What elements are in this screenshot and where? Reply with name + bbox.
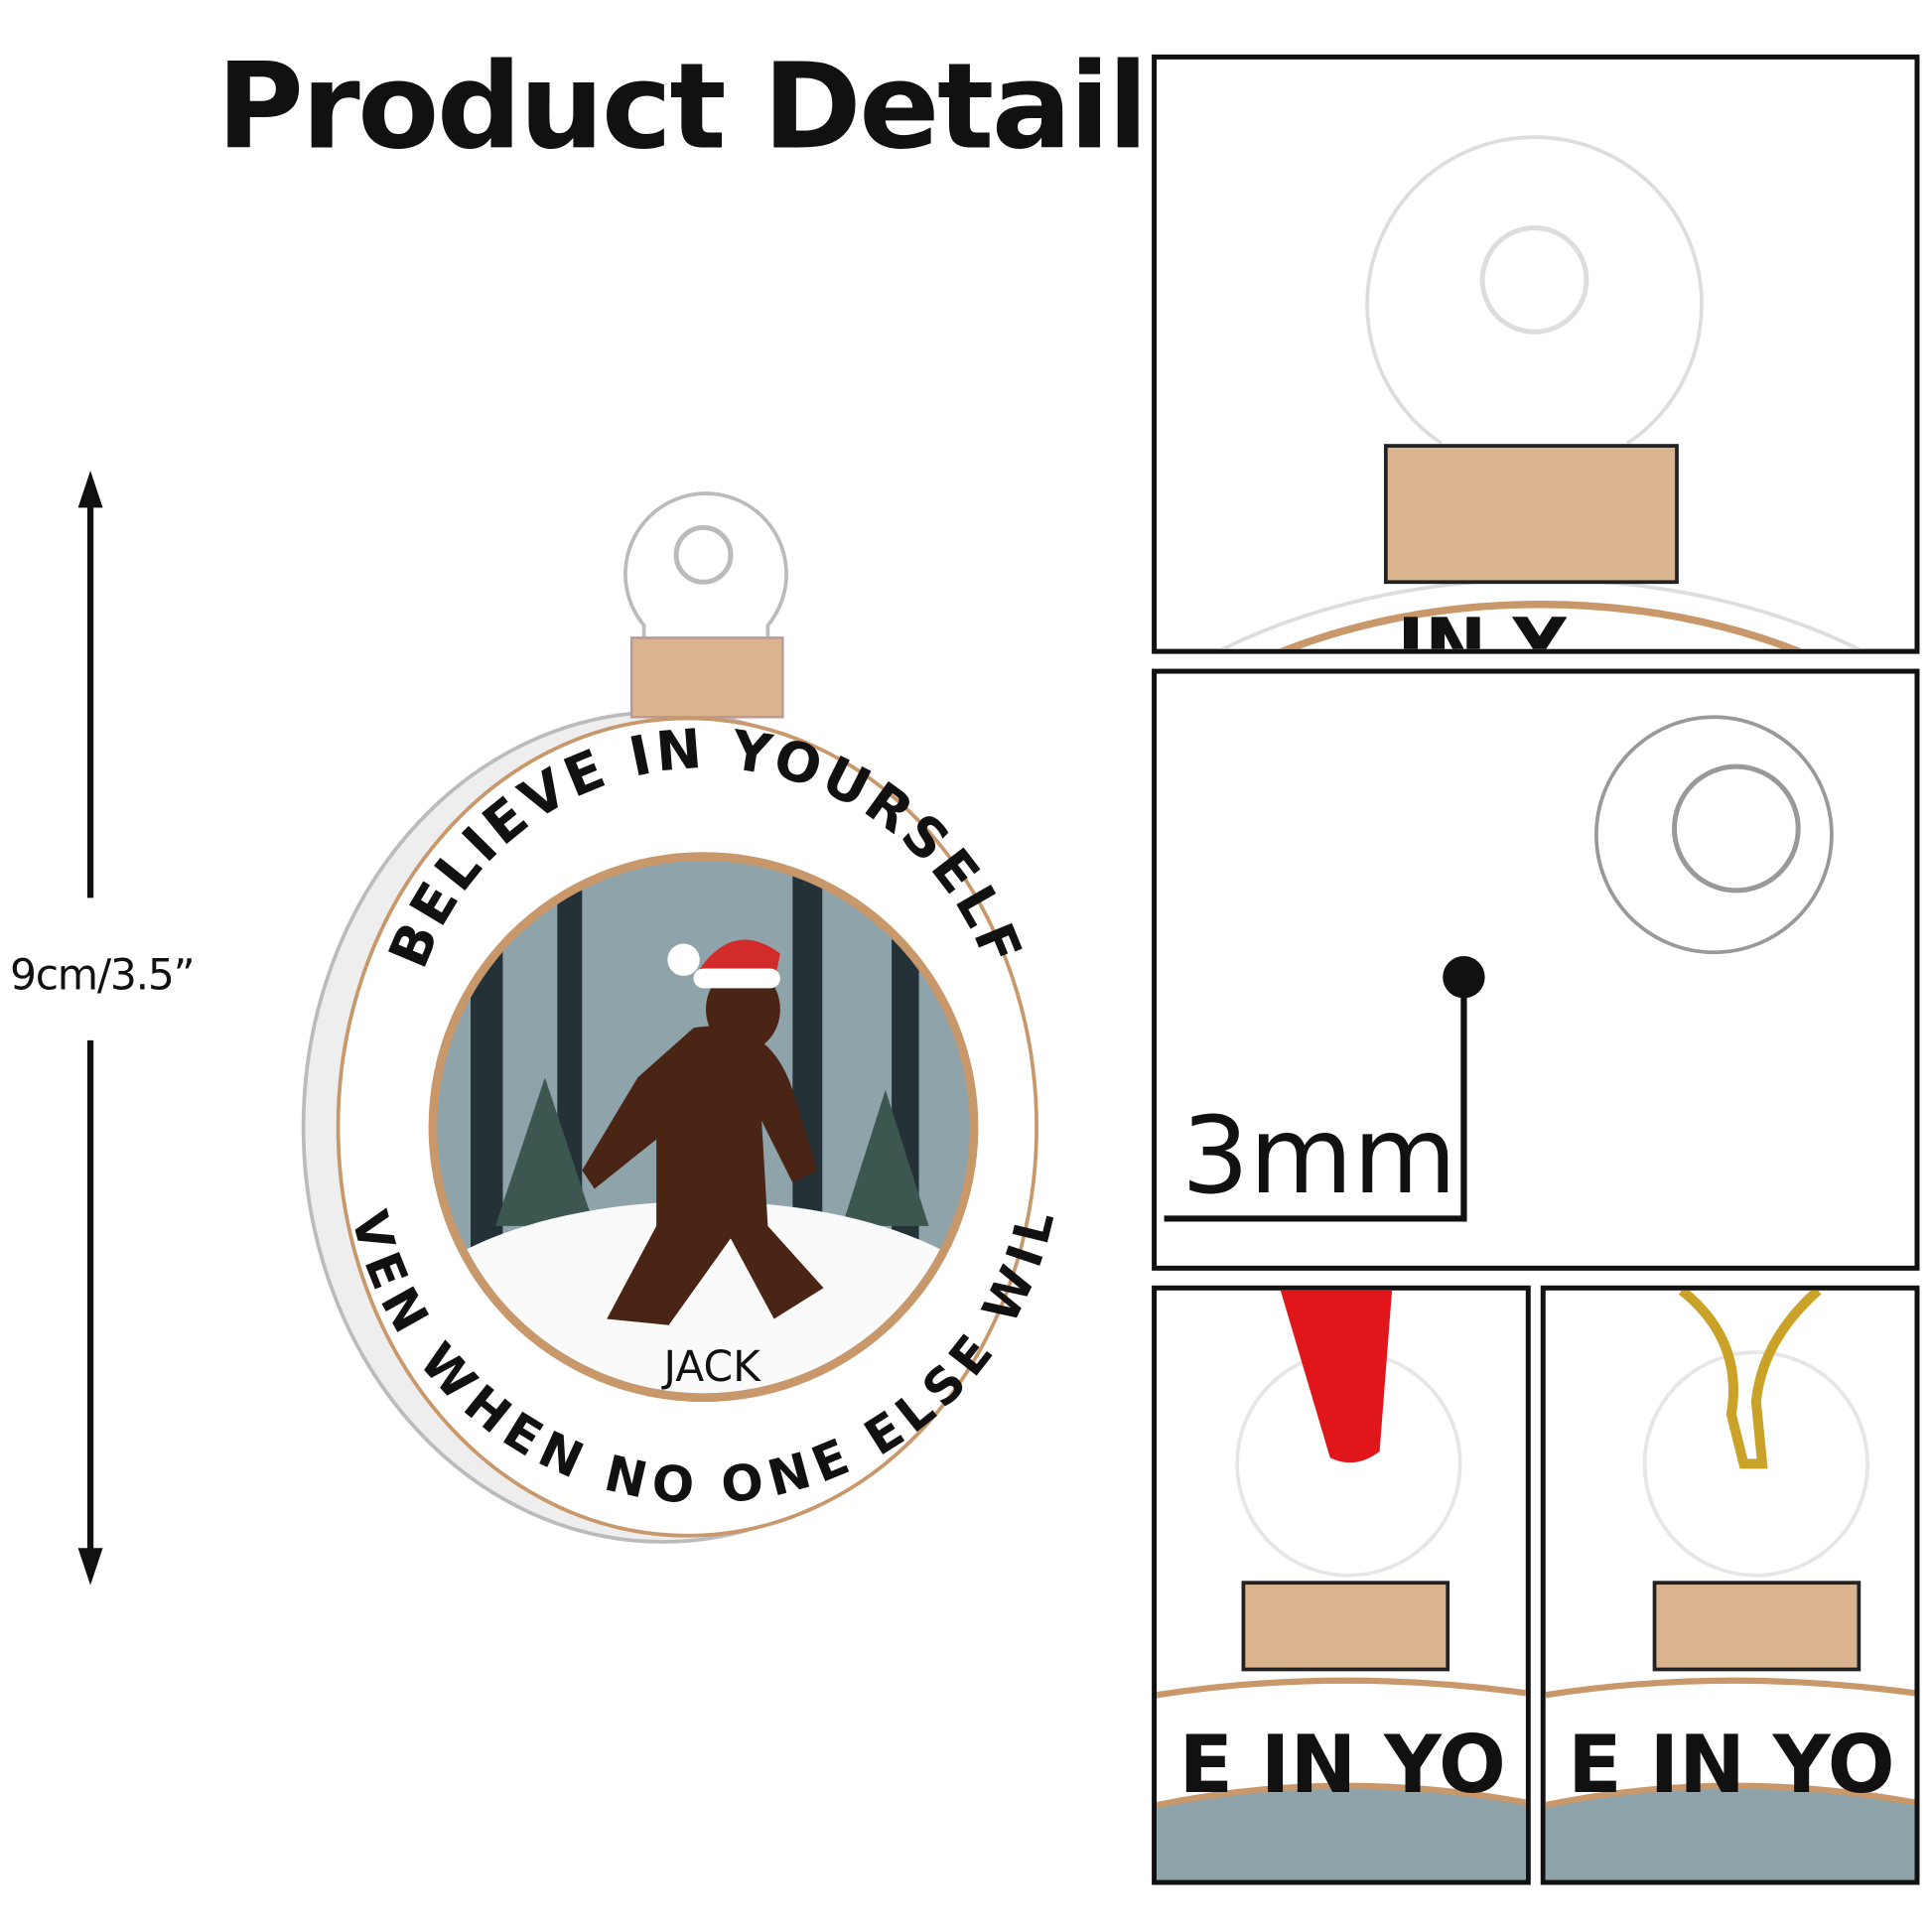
ornament-illustration: BELIEVE IN YOURSELF EVEN WHEN NO ONE ELS…: [285, 446, 1063, 1544]
wood-cap: [1383, 444, 1679, 585]
cap-closeup-illustration: [1219, 135, 1863, 649]
detail-panel-thickness: 3mm: [1152, 668, 1920, 1271]
top-crop-text: IN Y: [1397, 603, 1567, 649]
thickness-indicator: [1164, 715, 1834, 1222]
height-dimension-label: 9cm/3.5”: [9, 951, 196, 1001]
detail-panel-cap: [1152, 54, 1920, 654]
detail-panel-red-ribbon: E IN YO: [1152, 1285, 1531, 1885]
svg-text:E IN YO: E IN YO: [1568, 1719, 1894, 1811]
height-dimension-arrow: [77, 471, 103, 1586]
hanger-loop-icon: [623, 491, 788, 646]
detail-panel-gold-string: E IN YO: [1540, 1285, 1920, 1885]
thickness-label: 3mm: [1181, 1094, 1457, 1219]
red-ribbon-illustration: E IN YO: [1157, 1290, 1526, 1880]
ornament-name: JACK: [661, 1343, 762, 1392]
svg-text:E IN YO: E IN YO: [1178, 1719, 1505, 1811]
gold-string-illustration: E IN YO: [1545, 1290, 1915, 1880]
page-title: Product Detail: [216, 37, 1148, 177]
wood-cap: [629, 636, 784, 719]
